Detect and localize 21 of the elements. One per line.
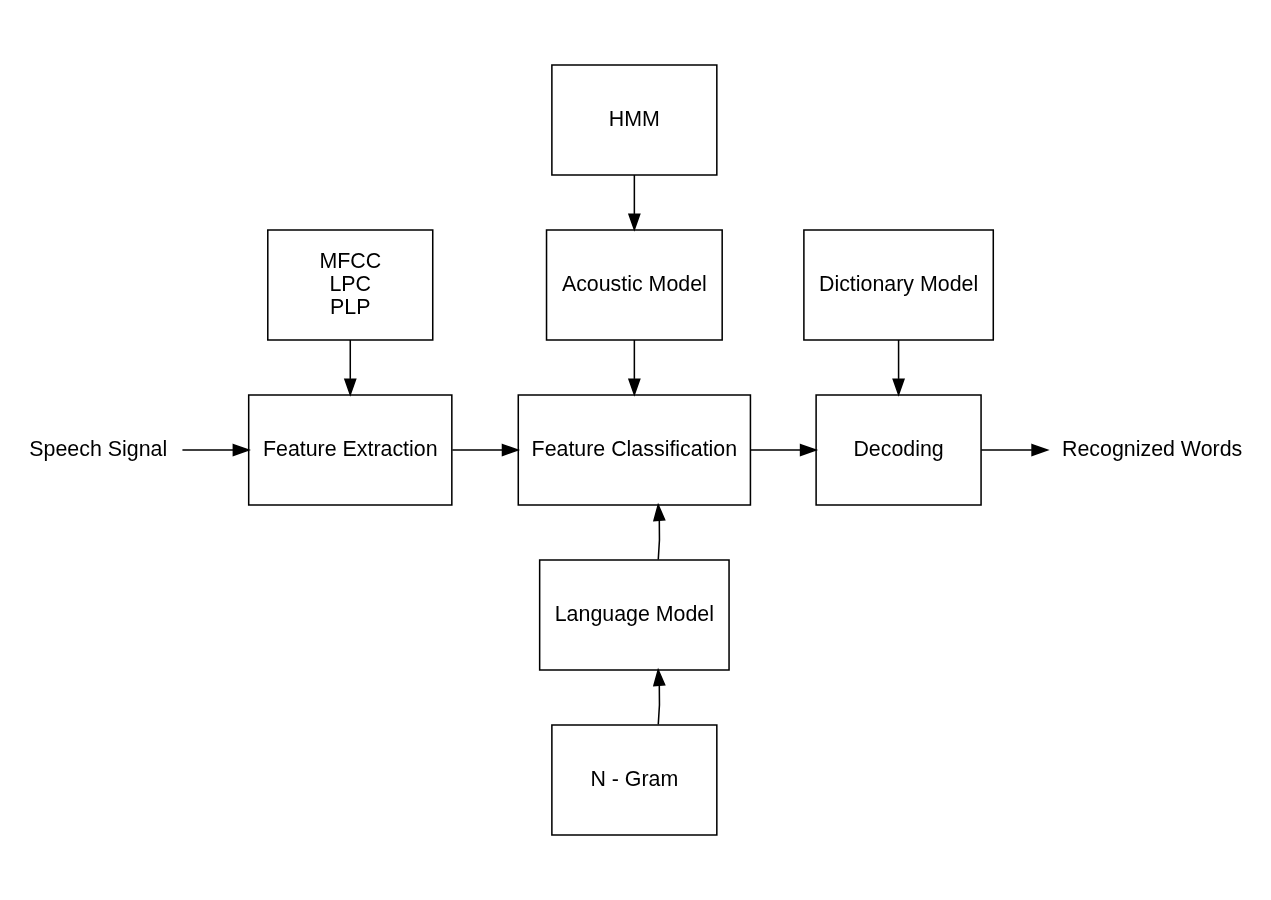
- node-box: Feature Extraction: [247, 394, 453, 506]
- node-text: Speech Signal: [29, 436, 168, 461]
- arrow: [980, 443, 1050, 457]
- node-box: Decoding: [815, 394, 982, 506]
- node-box: HMM: [551, 64, 718, 176]
- arrow: [181, 443, 251, 457]
- arrow: [627, 339, 641, 397]
- node-box: Acoustic Model: [545, 229, 723, 341]
- node-text: Recognized Words: [1062, 436, 1243, 461]
- arrow: [451, 443, 521, 457]
- node-box: Dictionary Model: [803, 229, 995, 341]
- node-box: Language Model: [538, 559, 730, 671]
- arrow: [652, 667, 666, 726]
- arrow: [627, 174, 641, 232]
- node-box: MFCC LPC PLP: [267, 229, 434, 341]
- arrow: [343, 339, 357, 397]
- arrow: [749, 443, 819, 457]
- node-box: N - Gram: [551, 724, 718, 836]
- arrow: [652, 502, 666, 561]
- node-box: Feature Classification: [517, 394, 752, 506]
- arrow: [892, 339, 905, 397]
